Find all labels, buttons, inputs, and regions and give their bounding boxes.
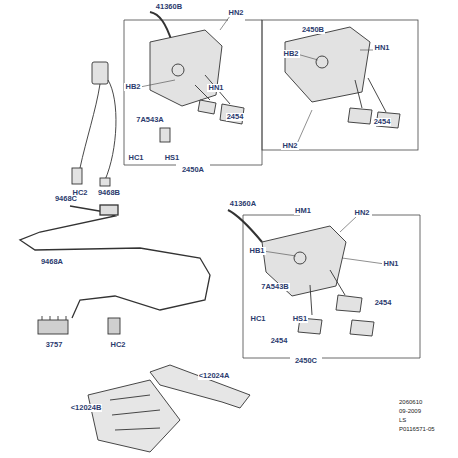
pedal-box	[220, 104, 244, 124]
callout-number: HS1	[164, 154, 181, 162]
callout-number: HN2	[227, 9, 244, 17]
callout-number: HN1	[207, 84, 224, 92]
callout-number: 9468B	[97, 189, 121, 197]
leader-line	[140, 16, 385, 264]
callout-number: HB2	[124, 83, 141, 91]
callout-number: <12024B	[70, 404, 103, 412]
drawing-reference: P0116571-05	[398, 426, 436, 433]
callout-number: <12024A	[198, 372, 231, 380]
callout-number: HN1	[373, 44, 390, 52]
callout-number: 2450C	[294, 357, 318, 365]
pipe	[100, 205, 118, 215]
bracket	[38, 320, 68, 334]
callout-number: HS1	[292, 315, 309, 323]
callout-number: 9468A	[40, 258, 64, 266]
pedal-box	[150, 30, 222, 106]
bracket	[38, 316, 120, 334]
callout-number: 2450B	[301, 26, 325, 34]
callout-number: 9468C	[54, 195, 78, 203]
callout-number: 7A543A	[135, 116, 165, 124]
callout-number: HC1	[127, 154, 144, 162]
bracket	[108, 318, 120, 334]
pedal-box	[150, 27, 400, 336]
group-frame	[124, 20, 228, 165]
floor-mat	[88, 365, 250, 452]
cable	[150, 12, 262, 242]
leader-line	[340, 216, 357, 232]
pipe	[20, 205, 210, 318]
leader-line	[342, 258, 385, 264]
pedal-box	[330, 270, 345, 295]
callout-number: 41360B	[155, 3, 183, 11]
callout-number: 7A543B	[260, 283, 290, 291]
pedal-box	[205, 75, 230, 104]
floor-mat	[110, 395, 160, 430]
callout-number: HC2	[109, 341, 126, 349]
pedal-box	[336, 295, 362, 312]
drawing-reference: LS	[398, 417, 407, 424]
callout-number: 2454	[374, 299, 393, 307]
leader-line	[263, 251, 296, 256]
pedal-box	[350, 320, 374, 336]
callout-number: 2454	[373, 118, 392, 126]
callout-number: HN2	[281, 142, 298, 150]
leader-line	[297, 54, 318, 60]
pedal-box	[294, 252, 306, 264]
master-cylinder	[80, 84, 100, 168]
pedal-box	[198, 100, 216, 114]
group-frame	[262, 20, 418, 150]
pedal-box	[355, 80, 362, 108]
master-cylinder	[92, 62, 108, 84]
master-cylinder	[100, 178, 110, 186]
leader-line	[220, 16, 230, 30]
callout-number: 2454	[270, 337, 289, 345]
master-cylinder	[105, 80, 116, 180]
master-cylinder	[72, 168, 82, 184]
bracket	[42, 316, 66, 320]
callout-number: HC1	[249, 315, 266, 323]
callout-number: HB1	[248, 247, 265, 255]
callout-number: HB2	[282, 50, 299, 58]
pedal-box	[368, 78, 386, 112]
pedal-box	[172, 64, 184, 76]
callout-number: 2454	[226, 113, 245, 121]
cable	[228, 210, 262, 242]
callout-number: HN2	[353, 209, 370, 217]
callout-number: 2450A	[181, 166, 205, 174]
pedal-box	[348, 108, 372, 124]
drawing-reference: 2060610	[398, 399, 423, 406]
leader-line	[296, 110, 312, 146]
pedal-box	[160, 128, 170, 142]
drawing-reference: 09-2009	[398, 408, 422, 415]
pedal-box	[310, 285, 312, 315]
callout-number: HM1	[294, 207, 312, 215]
callout-number: HN1	[382, 260, 399, 268]
group-frame	[124, 20, 420, 358]
leader-line	[140, 80, 175, 87]
callout-number: 3757	[45, 341, 64, 349]
master-cylinder	[72, 62, 116, 186]
pedal-box	[316, 56, 328, 68]
floor-mat	[88, 380, 180, 452]
callout-number: 41360A	[229, 200, 257, 208]
pipe	[20, 206, 210, 318]
